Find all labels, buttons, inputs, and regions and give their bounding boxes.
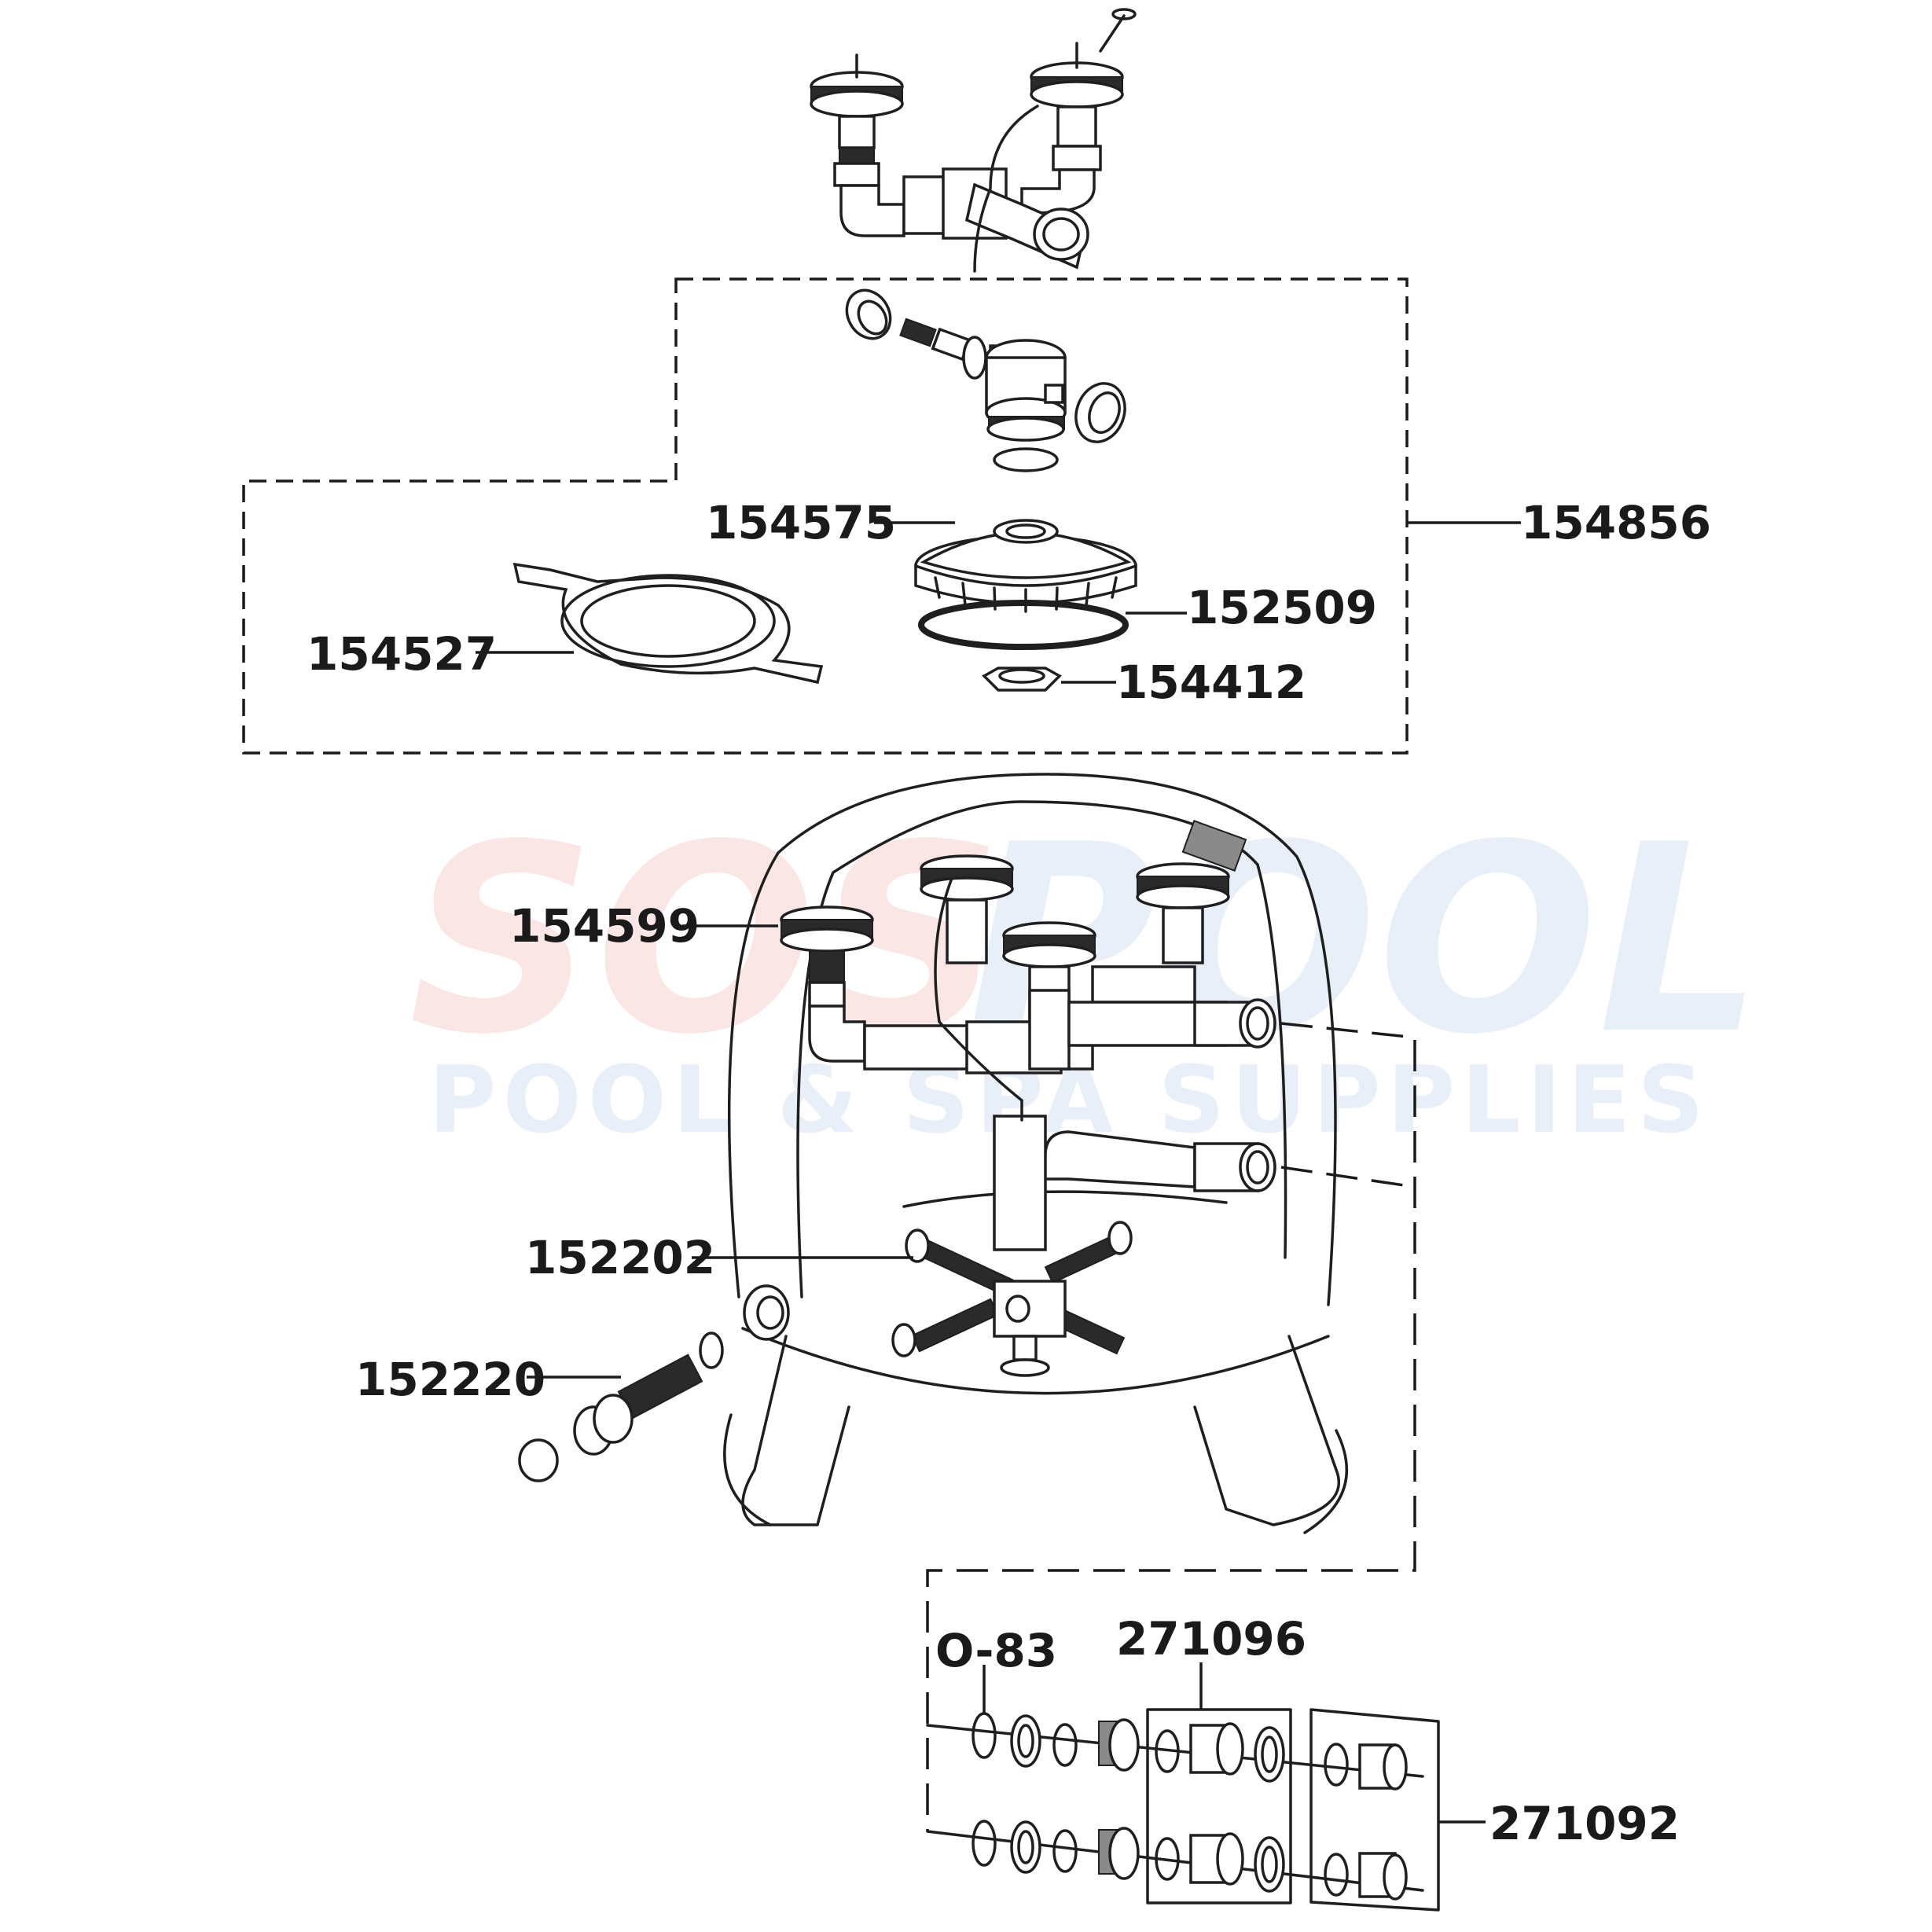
label-271092: 271092 <box>1489 1797 1680 1850</box>
kit-boundary-154856 <box>242 277 1409 755</box>
part-labels: 154575 154856 152509 154527 154412 15459… <box>307 496 1711 1850</box>
union-connector-upper <box>926 1022 1416 1831</box>
locknut-154412 <box>982 667 1062 692</box>
label-154527: 154527 <box>307 627 497 681</box>
label-152202: 152202 <box>525 1231 715 1284</box>
label-152509: 152509 <box>1187 581 1377 634</box>
dome-seal-152509 <box>918 600 1129 650</box>
union-connector-lower <box>1280 1166 1416 1188</box>
label-271096: 271096 <box>1116 1612 1306 1666</box>
leader-lines <box>476 521 1521 1824</box>
union-kits <box>926 1708 1440 1912</box>
wrench-154527 <box>512 562 824 685</box>
label-154412: 154412 <box>1116 656 1306 709</box>
label-152220: 152220 <box>355 1353 545 1406</box>
top-lateral-assembly <box>810 8 1137 273</box>
label-154575: 154575 <box>706 496 896 549</box>
drain-152220 <box>518 1331 724 1482</box>
hub-laterals-152202 <box>891 1221 1133 1377</box>
label-154599: 154599 <box>509 899 700 953</box>
air-relief-assembly <box>845 288 1126 472</box>
watermark: SOS POOL POOL & SPA SUPPLIES <box>409 789 1763 1154</box>
dome-154575 <box>914 519 1137 613</box>
label-154856: 154856 <box>1521 496 1711 549</box>
label-o-83: O-83 <box>935 1624 1057 1677</box>
filter-tank <box>723 773 1349 1534</box>
internal-laterals <box>780 854 1276 1251</box>
